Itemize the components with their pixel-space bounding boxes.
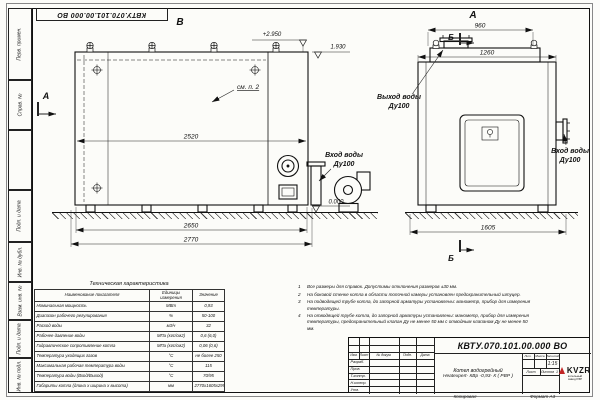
margin-cell-inv-podl: Инв. № подл. xyxy=(8,358,32,393)
titleblock-role-razrab: Разраб. xyxy=(350,360,365,365)
table-row: Габариты котла (длина х ширина х высота)… xyxy=(34,381,225,392)
titleblock-role-nkontr: Н.контр. xyxy=(350,380,367,385)
top-stamp: КВТУ.070.101.00.000 ВО xyxy=(36,8,168,21)
sheets-cell: Листов 1 xyxy=(540,368,559,375)
titleblock-col-list: Лист xyxy=(359,353,369,358)
margin-cell-podp-data-1: Подп. и дата xyxy=(8,190,32,242)
margin-cell-vzam-inv: Взам. инв. № xyxy=(8,282,32,320)
logo-triangle-icon xyxy=(559,366,566,374)
tech-col-name: Наименование показателя xyxy=(34,289,150,302)
titleblock-role-tkontr: Т.контр. xyxy=(350,373,366,378)
titleblock-role-utv: Утв. xyxy=(350,387,360,392)
doc-number: КВТУ.070.101.00.000 ВО xyxy=(457,340,568,351)
format-label: Формат А3 xyxy=(530,393,556,399)
titleblock-col-izm: Изм. xyxy=(350,353,358,358)
titleblock-col-podp: Подп. xyxy=(402,353,413,358)
titleblock-role-prov: Пров. xyxy=(350,367,361,372)
product-title: Котел водогрейный Heatexpert- КВр -0,93-… xyxy=(434,353,522,394)
sheets-label: Листов xyxy=(540,369,555,374)
margin-cell-blank xyxy=(8,130,32,190)
table-row: Диапазон рабочего регулирования%50-100 xyxy=(34,311,225,322)
titleblock-col-doc: № докум. xyxy=(376,353,392,358)
margin-cell-sprav-no: Справ. № xyxy=(8,80,32,130)
tech-col-units: Единицы измерения xyxy=(149,289,193,302)
logo-subtext-1: котельный xyxy=(567,373,583,378)
product-line2: Heatexpert- КВр -0,93- К ( РВР ) xyxy=(443,374,513,379)
title-block: Изм. Лист № докум. Подп. Дата Разраб. Пр… xyxy=(348,337,591,394)
copied-label: Копировал xyxy=(453,393,477,399)
sheet-label: Лист xyxy=(526,369,536,374)
lit-label: Лит. xyxy=(524,354,532,358)
kvzr-logo-icon: KVZR xyxy=(559,366,590,375)
drawing-frame xyxy=(32,8,590,393)
tech-characteristics: Техническая характеристика Наименование … xyxy=(34,280,225,392)
mass-label: Масса xyxy=(535,354,545,358)
sheets-value: 1 xyxy=(556,369,559,374)
ground-hatch-left xyxy=(52,212,378,219)
margin-cell-podp-data-2: Подп. и дата xyxy=(8,320,32,358)
ground-hatch-right xyxy=(405,212,578,219)
product-line1: Котел водогрейный xyxy=(453,368,503,374)
titleblock-col-data: Дата xyxy=(420,353,430,358)
tech-table: Наименование показателя Единицы измерени… xyxy=(34,289,225,392)
logo-subtext-2: завод РЗР xyxy=(567,377,582,381)
scale-value: 1:15 xyxy=(547,360,558,367)
tech-col-value: Значение xyxy=(192,289,225,302)
margin-cell-perv-primen: Перв. примен. xyxy=(8,8,32,80)
margin-cell-inv-dubl: Инв. № дубл. xyxy=(8,242,32,282)
sheet-outer-border xyxy=(6,3,593,397)
company-logo: KVZR котельный завод РЗР xyxy=(559,353,591,394)
tech-table-title: Техническая характеристика xyxy=(89,281,169,287)
scale-label: Масштаб xyxy=(546,354,559,358)
logo-text: KVZR xyxy=(566,365,591,375)
top-stamp-text: КВТУ.070.101.00.000 ВО xyxy=(57,10,147,18)
